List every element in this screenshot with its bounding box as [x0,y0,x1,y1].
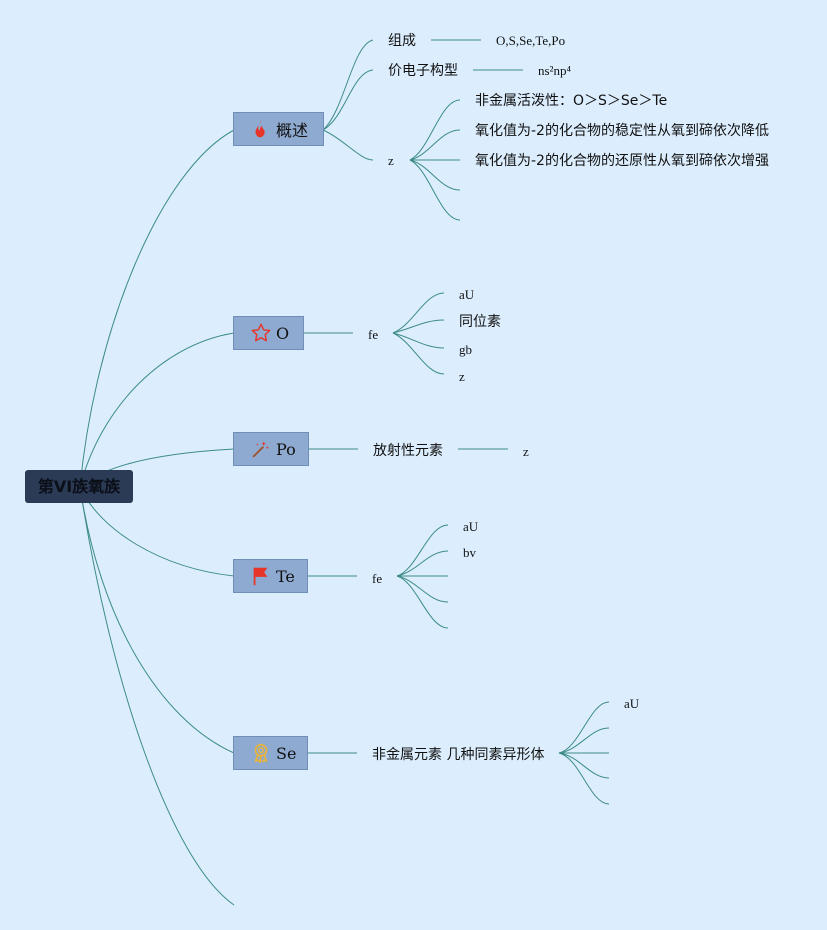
link-te-bv [396,550,449,577]
overview-node[interactable]: 概述 [233,112,324,146]
tellurium-fe[interactable]: fe [372,571,383,586]
link-z-prop2 [409,129,461,161]
polonium-z[interactable]: z [523,444,529,459]
selenium-node[interactable]: Se [233,736,308,770]
selenium-desc[interactable]: 非金属元素 几种同素异形体 [372,747,545,763]
link-se-empty1 [558,727,610,754]
composition-value[interactable]: O,S,Se,Te,Po [496,33,566,48]
oxygen-item[interactable]: aU [459,287,475,302]
magic-wand-icon [250,438,272,460]
oxygen-node[interactable]: O [233,316,304,350]
radioactive-label[interactable]: 放射性元素 [373,443,443,459]
oxygen-item[interactable]: 同位素 [459,314,501,330]
link-fe-isotope [392,319,445,334]
composition-label[interactable]: 组成 [388,33,416,49]
link-overview-valence [322,69,374,131]
link-fe-z [392,332,445,375]
link-overview-z [322,129,374,161]
link-overview-composition [322,39,374,131]
polonium-label: Po [276,439,296,459]
fire-icon [250,118,272,140]
tellurium-label: Te [276,566,295,586]
oxygen-label: O [276,323,290,343]
root-node[interactable]: 第VI族氧族 [25,470,133,503]
medal-icon [250,742,272,764]
link-se-au [558,701,610,754]
overview-label: 概述 [276,121,309,140]
link-fe-gb [392,332,445,349]
link-te-empty2 [396,575,449,603]
link-te-au [396,524,449,577]
link-root-selenium [79,486,235,754]
overview-z[interactable]: z [388,153,394,168]
selenium-item[interactable]: aU [624,696,640,711]
valence-value[interactable]: ns²np⁴ [538,63,571,78]
star-icon [250,322,272,344]
link-z-empty1 [409,159,461,191]
link-z-prop1 [409,99,461,161]
link-se-empty3 [558,752,610,779]
tellurium-node[interactable]: Te [233,559,308,593]
link-z-empty2 [409,159,461,221]
oxygen-fe[interactable]: fe [368,327,379,342]
flag-icon [250,565,272,587]
link-te-empty3 [396,575,449,629]
link-root-extra [79,486,235,906]
link-fe-au [392,292,445,334]
property-item[interactable]: 非金属活泼性：O＞S＞Se＞Te [475,93,668,109]
oxygen-item[interactable]: gb [459,342,472,357]
link-root-oxygen [79,332,235,488]
link-se-empty4 [558,752,610,805]
valence-label[interactable]: 价电子构型 [388,63,458,79]
tellurium-item[interactable]: aU [463,519,479,534]
oxygen-item[interactable]: z [459,369,465,384]
tellurium-item[interactable]: bv [463,545,476,560]
property-item[interactable]: 氧化值为-2的化合物的还原性从氧到碲依次增强 [475,153,769,169]
property-item[interactable]: 氧化值为-2的化合物的稳定性从氧到碲依次降低 [475,123,769,139]
link-root-overview [79,129,235,488]
selenium-label: Se [276,743,297,763]
polonium-node[interactable]: Po [233,432,309,466]
